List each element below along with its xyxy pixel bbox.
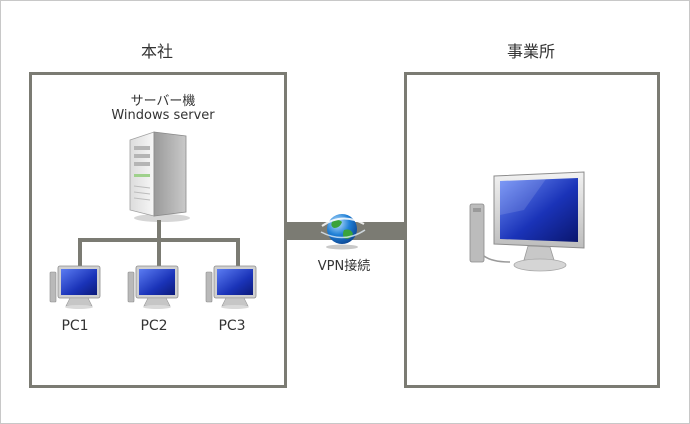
server-icon bbox=[129, 131, 190, 222]
globe-icon bbox=[320, 214, 366, 250]
hq-box bbox=[29, 72, 287, 388]
branch-title: 事業所 bbox=[506, 42, 555, 61]
server-label-line2: Windows server bbox=[111, 108, 215, 123]
hq-title: 本社 bbox=[140, 42, 173, 61]
network-trunk bbox=[157, 220, 161, 240]
pc-label-2: PC2 bbox=[140, 318, 168, 334]
pc-label-3: PC3 bbox=[218, 318, 246, 334]
monitor-icon bbox=[49, 265, 101, 309]
monitor-icon bbox=[205, 265, 257, 309]
pc-label-1: PC1 bbox=[61, 318, 89, 334]
network-drop-pc3 bbox=[236, 238, 240, 266]
vpn-label: VPN接続 bbox=[317, 259, 371, 274]
server-label-line1: サーバー機 bbox=[130, 94, 196, 109]
monitor-icon bbox=[127, 265, 179, 309]
server-label: サーバー機 Windows server bbox=[88, 95, 238, 123]
network-drop-pc1 bbox=[78, 238, 82, 266]
monitor-icon bbox=[469, 171, 585, 272]
network-drop-pc2 bbox=[157, 238, 161, 266]
